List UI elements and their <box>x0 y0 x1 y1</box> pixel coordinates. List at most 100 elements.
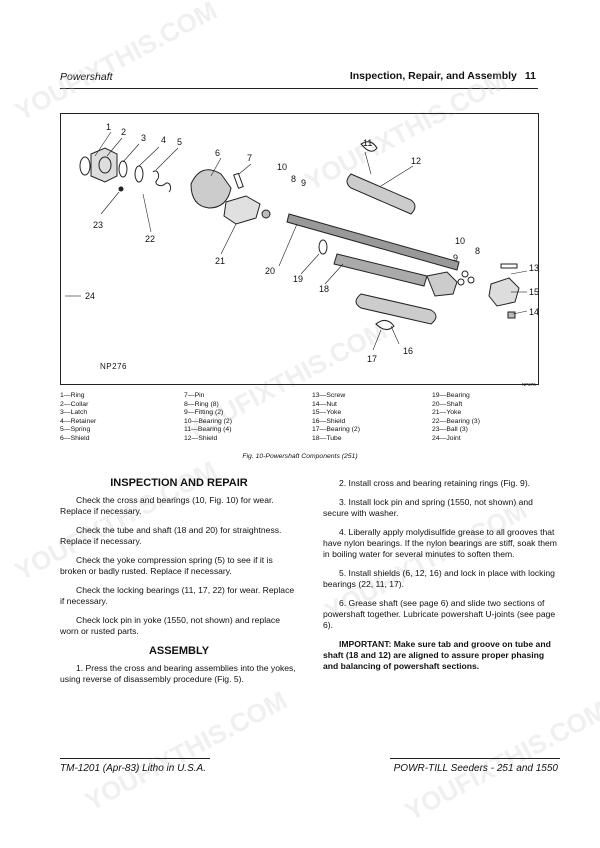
legend-item: 20—Shaft <box>432 400 463 408</box>
callout-label: 14 <box>529 307 538 317</box>
callout-label: 6 <box>215 148 220 158</box>
legend-item: 8—Ring (8) <box>184 400 219 408</box>
important-note: IMPORTANT: Make sure tab and groove on t… <box>323 639 551 671</box>
callout-label: 20 <box>265 266 275 276</box>
paragraph: Check the cross and bearings (10, Fig. 1… <box>60 495 274 516</box>
legend-item: 22—Bearing (3) <box>432 417 480 425</box>
legend-item: 12—Shield <box>184 434 218 442</box>
watermark: YOUFIXTHIS.COM <box>400 694 600 827</box>
figure-powershaft-components: 1 2 3 4 5 6 7 8 9 10 11 12 13 14 15 16 1… <box>60 113 539 385</box>
callout-label: 17 <box>367 354 377 364</box>
heading-assembly: ASSEMBLY <box>148 645 210 657</box>
paragraph: 5. Install shields (6, 12, 16) and lock … <box>323 568 555 589</box>
figure-code-small: NP276 <box>522 382 536 387</box>
legend-item: 2—Collar <box>60 400 89 408</box>
figure-code: NP276 <box>100 362 127 371</box>
callout-label: 1 <box>106 122 111 132</box>
shield-part-6 <box>190 169 232 209</box>
paragraph: Check the tube and shaft (18 and 20) for… <box>60 525 282 546</box>
callout-label: 21 <box>215 256 225 266</box>
nut-part-14 <box>507 311 516 319</box>
legend-item: 10—Bearing (2) <box>184 417 232 425</box>
page-number: 11 <box>524 70 536 82</box>
legend-item: 9—Fitting (2) <box>184 409 224 417</box>
legend-item: 13—Screw <box>312 392 346 399</box>
callout-label: 23 <box>93 220 103 230</box>
paragraph: Check lock pin in yoke (1550, not shown)… <box>60 615 280 636</box>
legend-item: 16—Shield <box>312 417 346 425</box>
footer-rule <box>390 758 560 759</box>
callout-label: 9 <box>453 253 458 263</box>
callout-label: 8 <box>291 174 296 184</box>
callout-label: 10 <box>455 236 465 246</box>
legend-item: 3—Latch <box>60 409 88 417</box>
paragraph: Check the yoke compression spring (5) to… <box>60 555 273 576</box>
callout-label: 4 <box>161 135 166 145</box>
legend-item: 15—Yoke <box>312 409 342 417</box>
footer-model-title: POWR-TILL Seeders - 251 and 1550 <box>393 763 558 774</box>
shield-part-12 <box>346 173 416 215</box>
retainer-part-4 <box>134 165 144 183</box>
legend-item: 6—Shield <box>60 434 90 442</box>
legend-column: 19—Bearing 20—Shaft 21—Yoke 22—Bearing (… <box>432 392 480 444</box>
pin-part-7 <box>233 172 244 189</box>
tube-part-18 <box>333 253 428 287</box>
header-section-title: Powershaft <box>60 71 113 83</box>
callout-label: 18 <box>319 284 329 294</box>
legend-item: 23—Ball (3) <box>432 426 468 434</box>
callout-label: 16 <box>403 346 413 356</box>
callout-label: 24 <box>85 291 95 301</box>
callout-label: 7 <box>247 153 252 163</box>
callout-label: 11 <box>363 138 372 148</box>
callout-label: 10 <box>277 162 287 172</box>
paragraph: 3. Install lock pin and spring (1550, no… <box>323 497 533 518</box>
header-chapter-title: Inspection, Repair, and Assembly 11 <box>350 70 536 82</box>
legend-item: 4—Retainer <box>60 417 97 425</box>
callout-label: 9 <box>301 178 306 188</box>
latch-part-3 <box>118 160 128 178</box>
watermark: YOUFIXTHIS.COM <box>80 684 292 817</box>
legend-item: 17—Bearing (2) <box>312 426 360 434</box>
legend-item: 21—Yoke <box>432 409 462 417</box>
powershaft-exploded-diagram: 1 2 3 4 5 6 7 8 9 10 11 12 13 14 15 16 1… <box>65 122 538 364</box>
legend-item: 7—Pin <box>184 392 205 399</box>
callout-label: 19 <box>293 274 303 284</box>
paragraph: 1. Press the cross and bearing assemblie… <box>60 663 296 684</box>
legend-item: 5—Spring <box>60 426 91 434</box>
legend-item: 11—Bearing (4) <box>184 426 232 434</box>
legend-item: 18—Tube <box>312 434 342 442</box>
header-chapter-text: Inspection, Repair, and Assembly <box>349 70 517 82</box>
callout-label: 5 <box>177 137 182 147</box>
legend-column: 7—Pin 8—Ring (8) 9—Fitting (2) 10—Bearin… <box>184 392 232 444</box>
legend-item: 24—Joint <box>432 434 461 442</box>
shield-part-16 <box>355 293 437 325</box>
ball-part-23 <box>118 186 124 192</box>
bearing-part-19 <box>318 239 328 255</box>
callout-label: 2 <box>121 127 126 137</box>
bearing-part-11 <box>360 141 378 152</box>
callout-label: 15 <box>529 287 538 297</box>
legend-column: 13—Screw 14—Nut 15—Yoke 16—Shield 17—Bea… <box>312 392 360 444</box>
figure-caption: Fig. 10-Powershaft Components (251) <box>242 453 358 460</box>
yoke-part-21 <box>223 195 261 225</box>
callout-label: 3 <box>141 133 146 143</box>
callout-label: 8 <box>475 246 480 256</box>
legend-column: 1—Ring 2—Collar 3—Latch 4—Retainer 5—Spr… <box>60 392 96 444</box>
callout-label: 12 <box>411 156 421 166</box>
paragraph: Check the locking bearings (11, 17, 22) … <box>60 585 295 606</box>
left-text-column: INSPECTION AND REPAIR Check the cross an… <box>60 477 298 685</box>
right-text-column: 2. Install cross and bearing retaining r… <box>323 478 561 672</box>
collar-part-2 <box>90 147 118 183</box>
header-rule <box>60 88 538 89</box>
callout-label: 13 <box>529 263 538 273</box>
spring-part-5 <box>152 170 172 193</box>
heading-inspection-repair: INSPECTION AND REPAIR <box>110 477 248 489</box>
ring-part-1 <box>79 156 91 176</box>
footer-manual-id: TM-1201 (Apr-83) Litho in U.S.A. <box>60 763 206 774</box>
legend-item: 1—Ring <box>60 392 85 399</box>
yoke-part-15 <box>488 277 520 307</box>
screw-part-13 <box>500 263 518 269</box>
paragraph: 2. Install cross and bearing retaining r… <box>339 478 531 488</box>
paragraph: 6. Grease shaft (see page 6) and slide t… <box>323 598 556 630</box>
callout-label: 22 <box>145 234 155 244</box>
